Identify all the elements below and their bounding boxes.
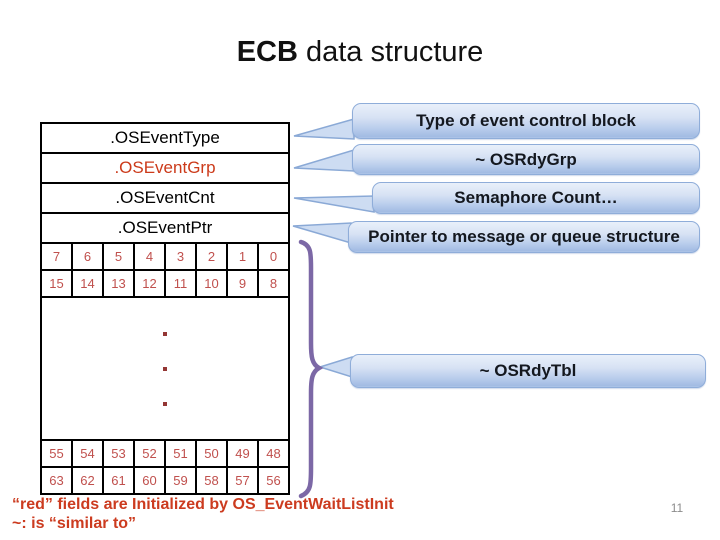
bit-cell: 5 [104, 244, 135, 269]
bit-cell: 8 [269, 276, 278, 291]
bit-cell: 7 [42, 244, 73, 269]
bit-cell: 14 [73, 271, 104, 296]
ecb-table: .OSEventType .OSEventGrp .OSEventCnt .OS… [40, 122, 290, 495]
ellipsis-dot [163, 366, 167, 371]
callout-tail [317, 355, 353, 379]
callout-osrdygrp: ~ OSRdyGrp [352, 144, 700, 175]
footnote-line1: “red” fields are Initialized by OS_Event… [12, 496, 394, 513]
field-osevent-type: .OSEventType [42, 124, 288, 154]
bit-cell: 60 [135, 468, 166, 493]
bit-row-15-8: 15 14 13 12 11 10 9 8 [42, 271, 288, 298]
bit-row-7-0: 7 6 5 4 3 2 1 0 [42, 244, 288, 271]
field-label: .OSEventPtr [117, 218, 213, 237]
callout-semaphore-count: Semaphore Count… [372, 182, 700, 214]
bit-cell: 6 [73, 244, 104, 269]
bit-cell: 50 [197, 441, 228, 466]
table-continuation [42, 298, 288, 441]
bit-cell: 15 [42, 271, 73, 296]
ellipsis-dot [163, 331, 167, 336]
bit-cell: 2 [197, 244, 228, 269]
callout-tail [293, 148, 355, 172]
field-label: .OSEventGrp [114, 158, 216, 177]
callout-osrdytbl: ~ OSRdyTbl [350, 354, 706, 388]
field-label: .OSEventCnt [115, 188, 215, 207]
bit-cell: 56 [266, 473, 281, 488]
bit-cell: 10 [197, 271, 228, 296]
bit-cell: 4 [135, 244, 166, 269]
bit-cell: 58 [197, 468, 228, 493]
bit-cell: 52 [135, 441, 166, 466]
ellipsis-dot [163, 401, 167, 406]
page-title: ECB data structure [0, 36, 720, 69]
bit-cell: 3 [166, 244, 197, 269]
bit-cell: 51 [166, 441, 197, 466]
field-label: .OSEventType [110, 128, 220, 147]
bit-row-55-48: 55 54 53 52 51 50 49 48 [42, 441, 288, 468]
bit-cell: 48 [266, 446, 281, 461]
bit-cell: 55 [42, 441, 73, 466]
bit-cell: 1 [228, 244, 259, 269]
footnote-line2: ~: is “similar to” [12, 515, 137, 532]
field-osevent-grp: .OSEventGrp [42, 154, 288, 184]
bit-cell: 61 [104, 468, 135, 493]
bit-cell: 13 [104, 271, 135, 296]
brace [298, 239, 324, 499]
title-emphasis: ECB [236, 36, 298, 68]
callout-label: ~ OSRdyTbl [479, 361, 577, 380]
callout-label: Type of event control block [416, 111, 636, 130]
bit-cell: 0 [269, 249, 278, 264]
page-number: 11 [670, 501, 684, 515]
field-osevent-cnt: .OSEventCnt [42, 184, 288, 214]
callout-label: Semaphore Count… [454, 188, 618, 207]
bit-cell: 59 [166, 468, 197, 493]
field-osevent-ptr: .OSEventPtr [42, 214, 288, 244]
callout-label: Pointer to message or queue structure [368, 227, 680, 246]
callout-tail [293, 118, 355, 140]
bit-cell: 9 [228, 271, 259, 296]
bit-cell: 11 [166, 271, 197, 296]
bit-cell: 57 [228, 468, 259, 493]
callout-event-type: Type of event control block [352, 103, 700, 139]
callout-pointer: Pointer to message or queue structure [348, 221, 700, 253]
bit-cell: 53 [104, 441, 135, 466]
bit-cell: 62 [73, 468, 104, 493]
callout-tail [293, 195, 375, 213]
bit-row-63-56: 63 62 61 60 59 58 57 56 [42, 468, 288, 493]
bit-cell: 49 [228, 441, 259, 466]
bit-cell: 63 [42, 468, 73, 493]
footnote: “red” fields are Initialized by OS_Event… [12, 495, 394, 533]
bit-cell: 54 [73, 441, 104, 466]
title-rest: data structure [297, 36, 484, 68]
bit-cell: 12 [135, 271, 166, 296]
callout-label: ~ OSRdyGrp [475, 149, 577, 169]
